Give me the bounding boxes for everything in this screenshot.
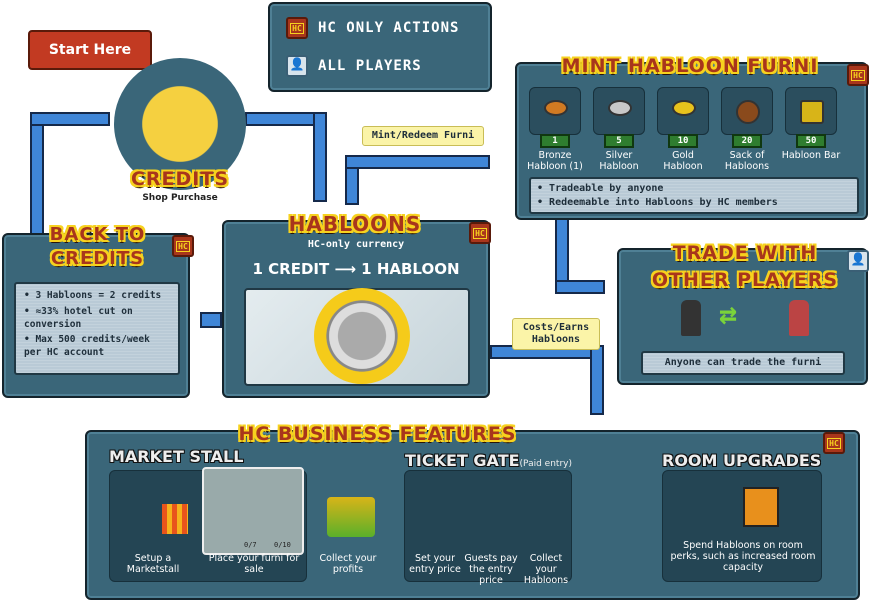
habloon-furni-icon <box>800 100 824 124</box>
credits-title: Credits <box>130 168 230 190</box>
stall-icon <box>162 504 188 534</box>
business-title: HC Business Features <box>238 423 517 445</box>
conversion-notes: • 3 Habloons = 2 credits • ≈33% hotel cu… <box>14 282 180 375</box>
price-badge: 50 <box>796 134 826 148</box>
back-title: Back toCredits <box>49 224 146 269</box>
mint-panel: HC 1 Bronze Habloon (1) 5 Silver Habloon… <box>515 62 869 220</box>
room-heading: ROOM UPGRADES <box>662 451 822 470</box>
flow-arrow <box>555 280 605 294</box>
mint-title: Mint Habloon Furni <box>561 55 819 77</box>
step-label: Set your entry price <box>409 553 461 575</box>
trade-caption: Anyone can trade the furni <box>641 351 845 375</box>
flow-arrow <box>30 112 44 237</box>
slot-count: 0/10 <box>274 541 291 549</box>
step-label: Collect your Habloons <box>523 553 569 586</box>
hc-icon: HC <box>469 222 491 244</box>
step-label: Place your furni for sale <box>208 553 300 575</box>
credits-subtitle: Shop Purchase <box>125 193 235 203</box>
hc-icon: HC <box>286 17 308 39</box>
flow-arrow <box>313 112 327 202</box>
note-item: • Max 500 credits/week per HC account <box>24 334 150 359</box>
legend-panel: HC HC ONLY ACTIONS 👤 ALL PLAYERS <box>268 2 492 92</box>
business-panel: HC MARKET STALL Setup a Marketstall 0/7 … <box>85 430 860 600</box>
price-badge: 20 <box>732 134 762 148</box>
mint-item[interactable] <box>721 87 773 135</box>
flow-arrow <box>345 155 490 169</box>
room-icon <box>743 487 779 527</box>
legend-label: HC ONLY ACTIONS <box>318 20 460 36</box>
trade-panel: 👤 ⇄ Anyone can trade the furni <box>617 248 869 385</box>
habloon-furni-icon <box>672 100 696 116</box>
habloon-display <box>244 288 470 386</box>
person-icon: 👤 <box>847 250 869 272</box>
habloon-furni-icon <box>544 100 568 116</box>
hc-icon: HC <box>823 432 845 454</box>
note-item: • 3 Habloons = 2 credits <box>24 290 162 301</box>
mint-item-name: Gold Habloon <box>663 150 703 172</box>
slot-count: 0/7 <box>244 541 257 549</box>
habloon-coin-icon <box>314 288 410 384</box>
habloon-furni-icon <box>608 100 632 116</box>
habloons-panel: HC HC-only currency 1 CREDIT ⟶ 1 HABLOON <box>222 220 491 398</box>
note-item: • Tradeable by anyone <box>537 183 664 194</box>
mint-notes: • Tradeable by anyone • Redeemable into … <box>529 177 859 214</box>
hc-icon: HC <box>172 235 194 257</box>
start-here-button[interactable]: Start Here <box>28 30 152 70</box>
mint-item[interactable] <box>657 87 709 135</box>
mint-redeem-label: Mint/Redeem Furni <box>362 126 484 146</box>
ticket-heading: TICKET GATE(Paid entry) <box>405 451 572 470</box>
habloons-title: Habloons <box>288 212 422 236</box>
avatar <box>681 300 701 336</box>
market-slots-preview[interactable]: 0/7 0/10 <box>202 467 304 555</box>
back-to-credits-panel: HC • 3 Habloons = 2 credits • ≈33% hotel… <box>2 233 194 398</box>
mint-item-name: Bronze Habloon (1) <box>527 150 583 172</box>
mint-item-name: Silver Habloon <box>599 150 639 172</box>
note-item: • ≈33% hotel cut on conversion <box>24 305 133 330</box>
step-label: Collect your profits <box>319 553 377 575</box>
room-description: Spend Habloons on room perks, such as in… <box>670 540 816 573</box>
avatar <box>789 300 809 336</box>
room-upgrades-card: Spend Habloons on room perks, such as in… <box>662 470 822 582</box>
price-badge: 5 <box>604 134 634 148</box>
legend-label: ALL PLAYERS <box>318 58 422 74</box>
trade-title: Trade withOther Players <box>651 242 839 291</box>
price-badge: 10 <box>668 134 698 148</box>
flow-arrow <box>30 112 110 126</box>
conversion-rate: 1 CREDIT ⟶ 1 HABLOON <box>252 260 460 278</box>
mint-item[interactable] <box>593 87 645 135</box>
habloons-subtitle: HC-only currency <box>307 239 405 250</box>
mint-item[interactable] <box>529 87 581 135</box>
ticket-gate-card: Set your entry price Guests pay the entr… <box>404 470 572 586</box>
mint-item[interactable] <box>785 87 837 135</box>
flow-arrow <box>200 312 222 328</box>
habloon-furni-icon <box>736 100 760 124</box>
credits-icon <box>114 58 246 190</box>
profits-icon <box>327 497 375 537</box>
step-label: Guests pay the entry price <box>464 553 518 586</box>
mint-item-name: Sack of Habloons <box>724 150 770 172</box>
person-icon: 👤 <box>286 55 308 77</box>
costs-earns-label: Costs/Earns Habloons <box>512 318 600 350</box>
price-badge: 1 <box>540 134 570 148</box>
start-here-label: Start Here <box>48 42 132 58</box>
trade-arrows-icon: ⇄ <box>719 297 738 332</box>
hc-icon: HC <box>847 64 869 86</box>
mint-item-name: Habloon Bar <box>781 150 841 161</box>
note-item: • Redeemable into Habloons by HC members <box>537 196 778 208</box>
step-label: Setup a Marketstall <box>126 553 180 575</box>
market-heading: MARKET STALL <box>109 447 244 466</box>
flow-arrow <box>590 345 604 415</box>
